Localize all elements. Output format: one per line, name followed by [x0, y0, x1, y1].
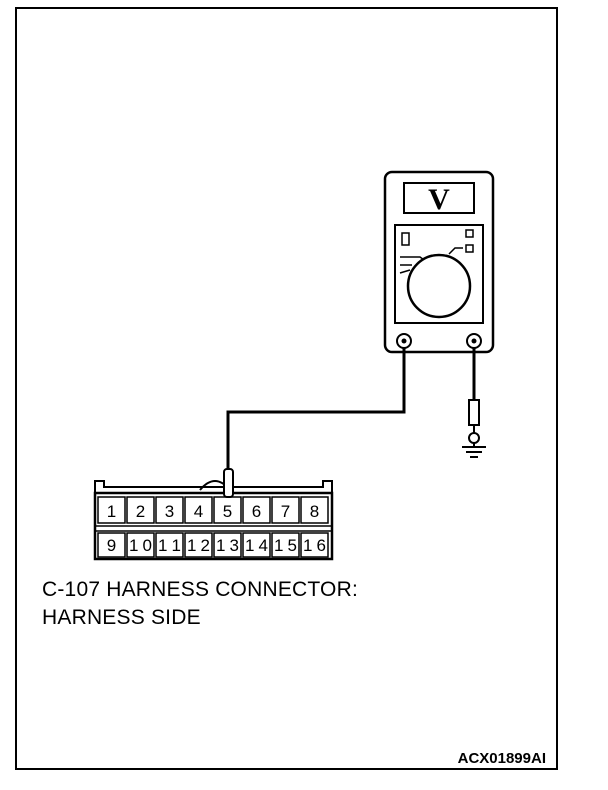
pin-label: 8	[310, 502, 319, 521]
pin-cell	[300, 496, 329, 524]
pin-cell	[97, 496, 126, 524]
pin-cell	[155, 532, 184, 558]
pin-cell	[184, 532, 213, 558]
connector-caption: C-107 HARNESS CONNECTOR: HARNESS SIDE	[42, 576, 358, 632]
pin-cell	[242, 532, 271, 558]
pin-label: 2	[136, 502, 145, 521]
pin-label: 7	[281, 502, 290, 521]
caption-line-1: C-107 HARNESS CONNECTOR:	[42, 578, 358, 601]
pin-cell	[184, 496, 213, 524]
ground-lead	[462, 348, 486, 458]
selector-dial	[406, 253, 472, 319]
pin-cell	[97, 532, 126, 558]
pin-cell	[213, 532, 242, 558]
pin-label: 1	[107, 502, 116, 521]
pin-label: 9	[107, 536, 116, 555]
figure-code: ACX01899AI	[457, 750, 546, 767]
pin-cell	[242, 496, 271, 524]
pin-cell	[271, 496, 300, 524]
pin-label: 4	[194, 502, 203, 521]
voltmeter: V	[383, 170, 495, 354]
pin-cell	[271, 532, 300, 558]
pin-cell	[126, 532, 155, 558]
caption-line-2: HARNESS SIDE	[42, 606, 201, 629]
pin-label: 5	[223, 502, 232, 521]
figure-frame	[15, 7, 558, 770]
pin-label: 3	[165, 502, 174, 521]
pin-label: 6	[252, 502, 261, 521]
meter-display-text: V	[428, 183, 450, 216]
pin-cell	[126, 496, 155, 524]
probe-tip	[223, 468, 234, 498]
pin-cell	[155, 496, 184, 524]
probe-lead-wire	[226, 348, 406, 472]
pin-cell	[300, 532, 329, 558]
